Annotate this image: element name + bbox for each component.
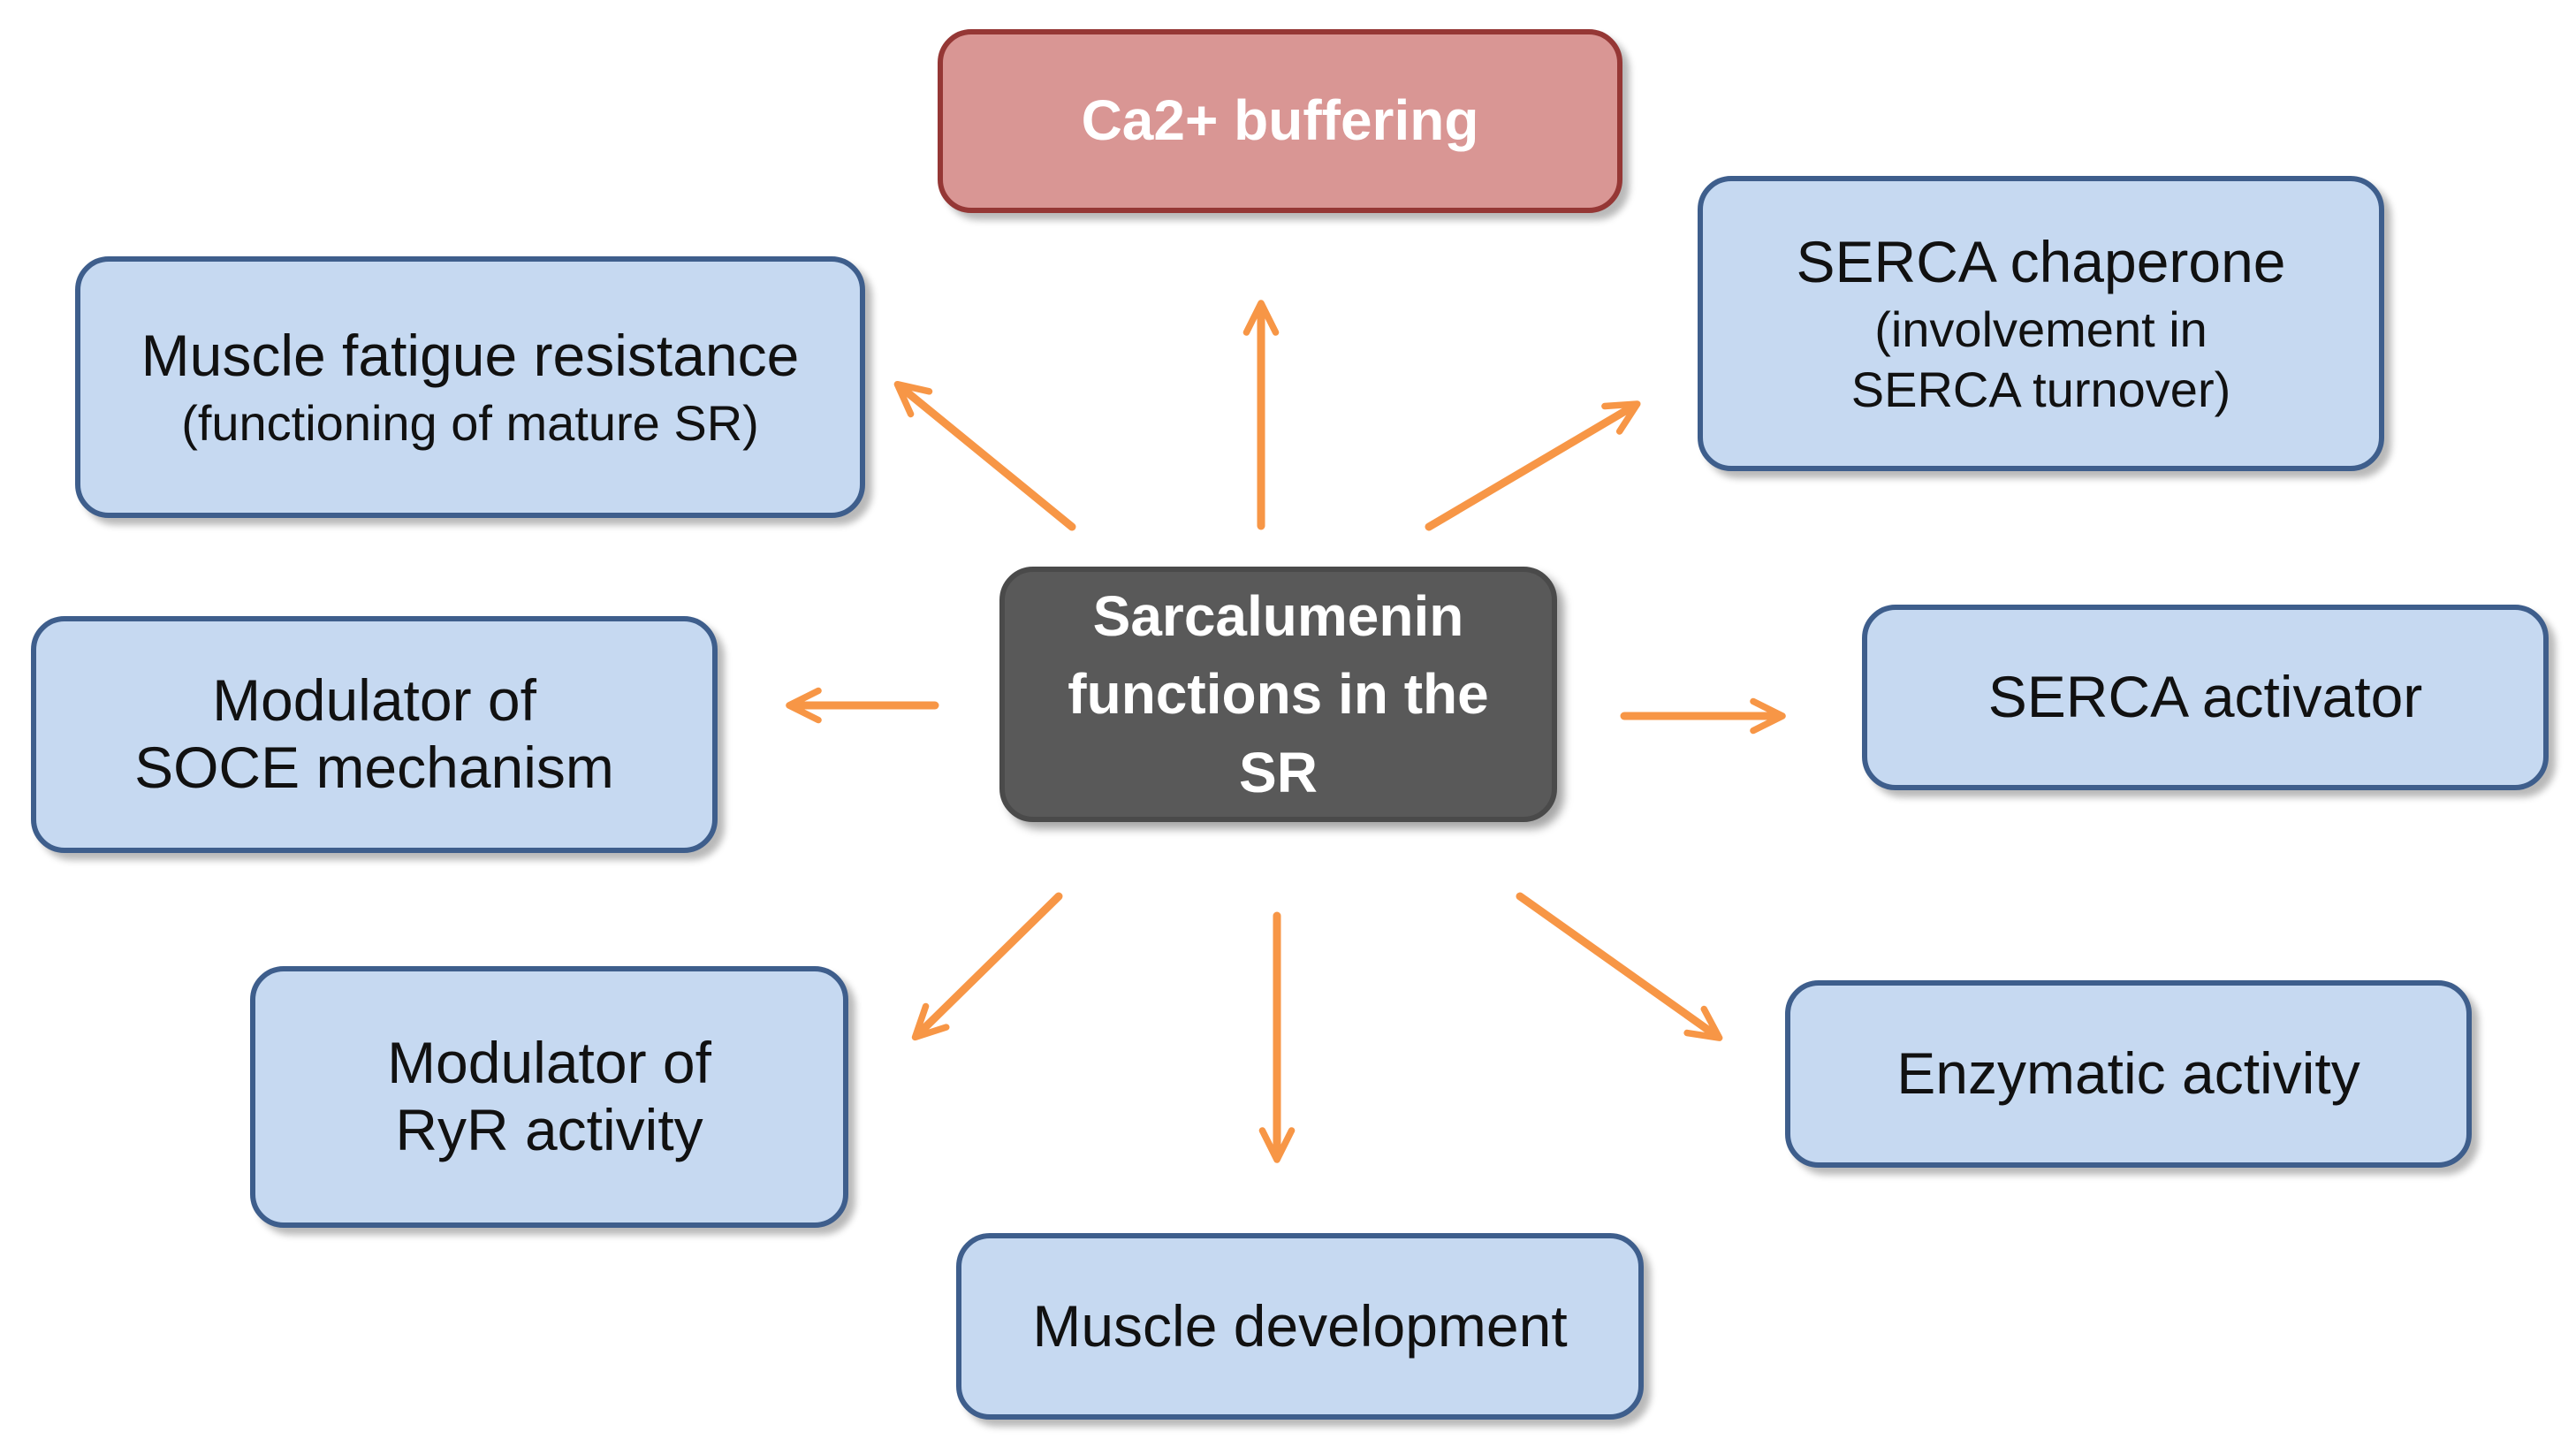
ryr-box: Modulator of RyR activity — [250, 966, 848, 1228]
muscle-fatigue-detail: (functioning of mature SR) — [181, 394, 759, 451]
soce-line-2: SOCE mechanism — [134, 735, 614, 800]
soce-line-1: Modulator of — [212, 667, 536, 734]
arrow-to-ryr — [911, 892, 1063, 1041]
development-label: Muscle development — [1032, 1292, 1568, 1359]
muscle-fatigue-title: Muscle fatigue resistance — [141, 322, 800, 388]
arrow-to-enzymatic — [1516, 892, 1723, 1041]
serca-chaperone-detail-2: SERCA turnover) — [1850, 361, 2231, 417]
center-node: Sarcalumenin functions in the SR — [999, 567, 1557, 822]
center-line-3: SR — [1239, 740, 1318, 804]
muscle-fatigue-box: Muscle fatigue resistance (functioning o… — [75, 256, 865, 518]
serca-chaperone-title: SERCA chaperone — [1796, 228, 2286, 294]
center-line-1: Sarcalumenin — [1092, 584, 1464, 649]
ryr-line-1: Modulator of — [387, 1030, 711, 1096]
serca-activator-label: SERCA activator — [1987, 664, 2423, 730]
arrow-to-serca-chaperone — [1425, 400, 1641, 531]
development-box: Muscle development — [956, 1233, 1644, 1420]
enzymatic-label: Enzymatic activity — [1896, 1040, 2360, 1107]
ca-buffering-box: Ca2+ buffering — [938, 29, 1622, 213]
ca-buffering-label: Ca2+ buffering — [1081, 88, 1479, 153]
enzymatic-box: Enzymatic activity — [1785, 980, 2472, 1168]
center-line-2: functions in the — [1068, 662, 1489, 727]
serca-chaperone-detail-1: (involvement in — [1874, 301, 2207, 357]
serca-activator-box: SERCA activator — [1862, 605, 2549, 790]
arrow-to-muscle-fatigue — [893, 380, 1076, 531]
ryr-line-2: RyR activity — [395, 1097, 703, 1162]
soce-box: Modulator of SOCE mechanism — [31, 616, 718, 853]
serca-chaperone-box: SERCA chaperone (involvement in SERCA tu… — [1698, 176, 2384, 471]
